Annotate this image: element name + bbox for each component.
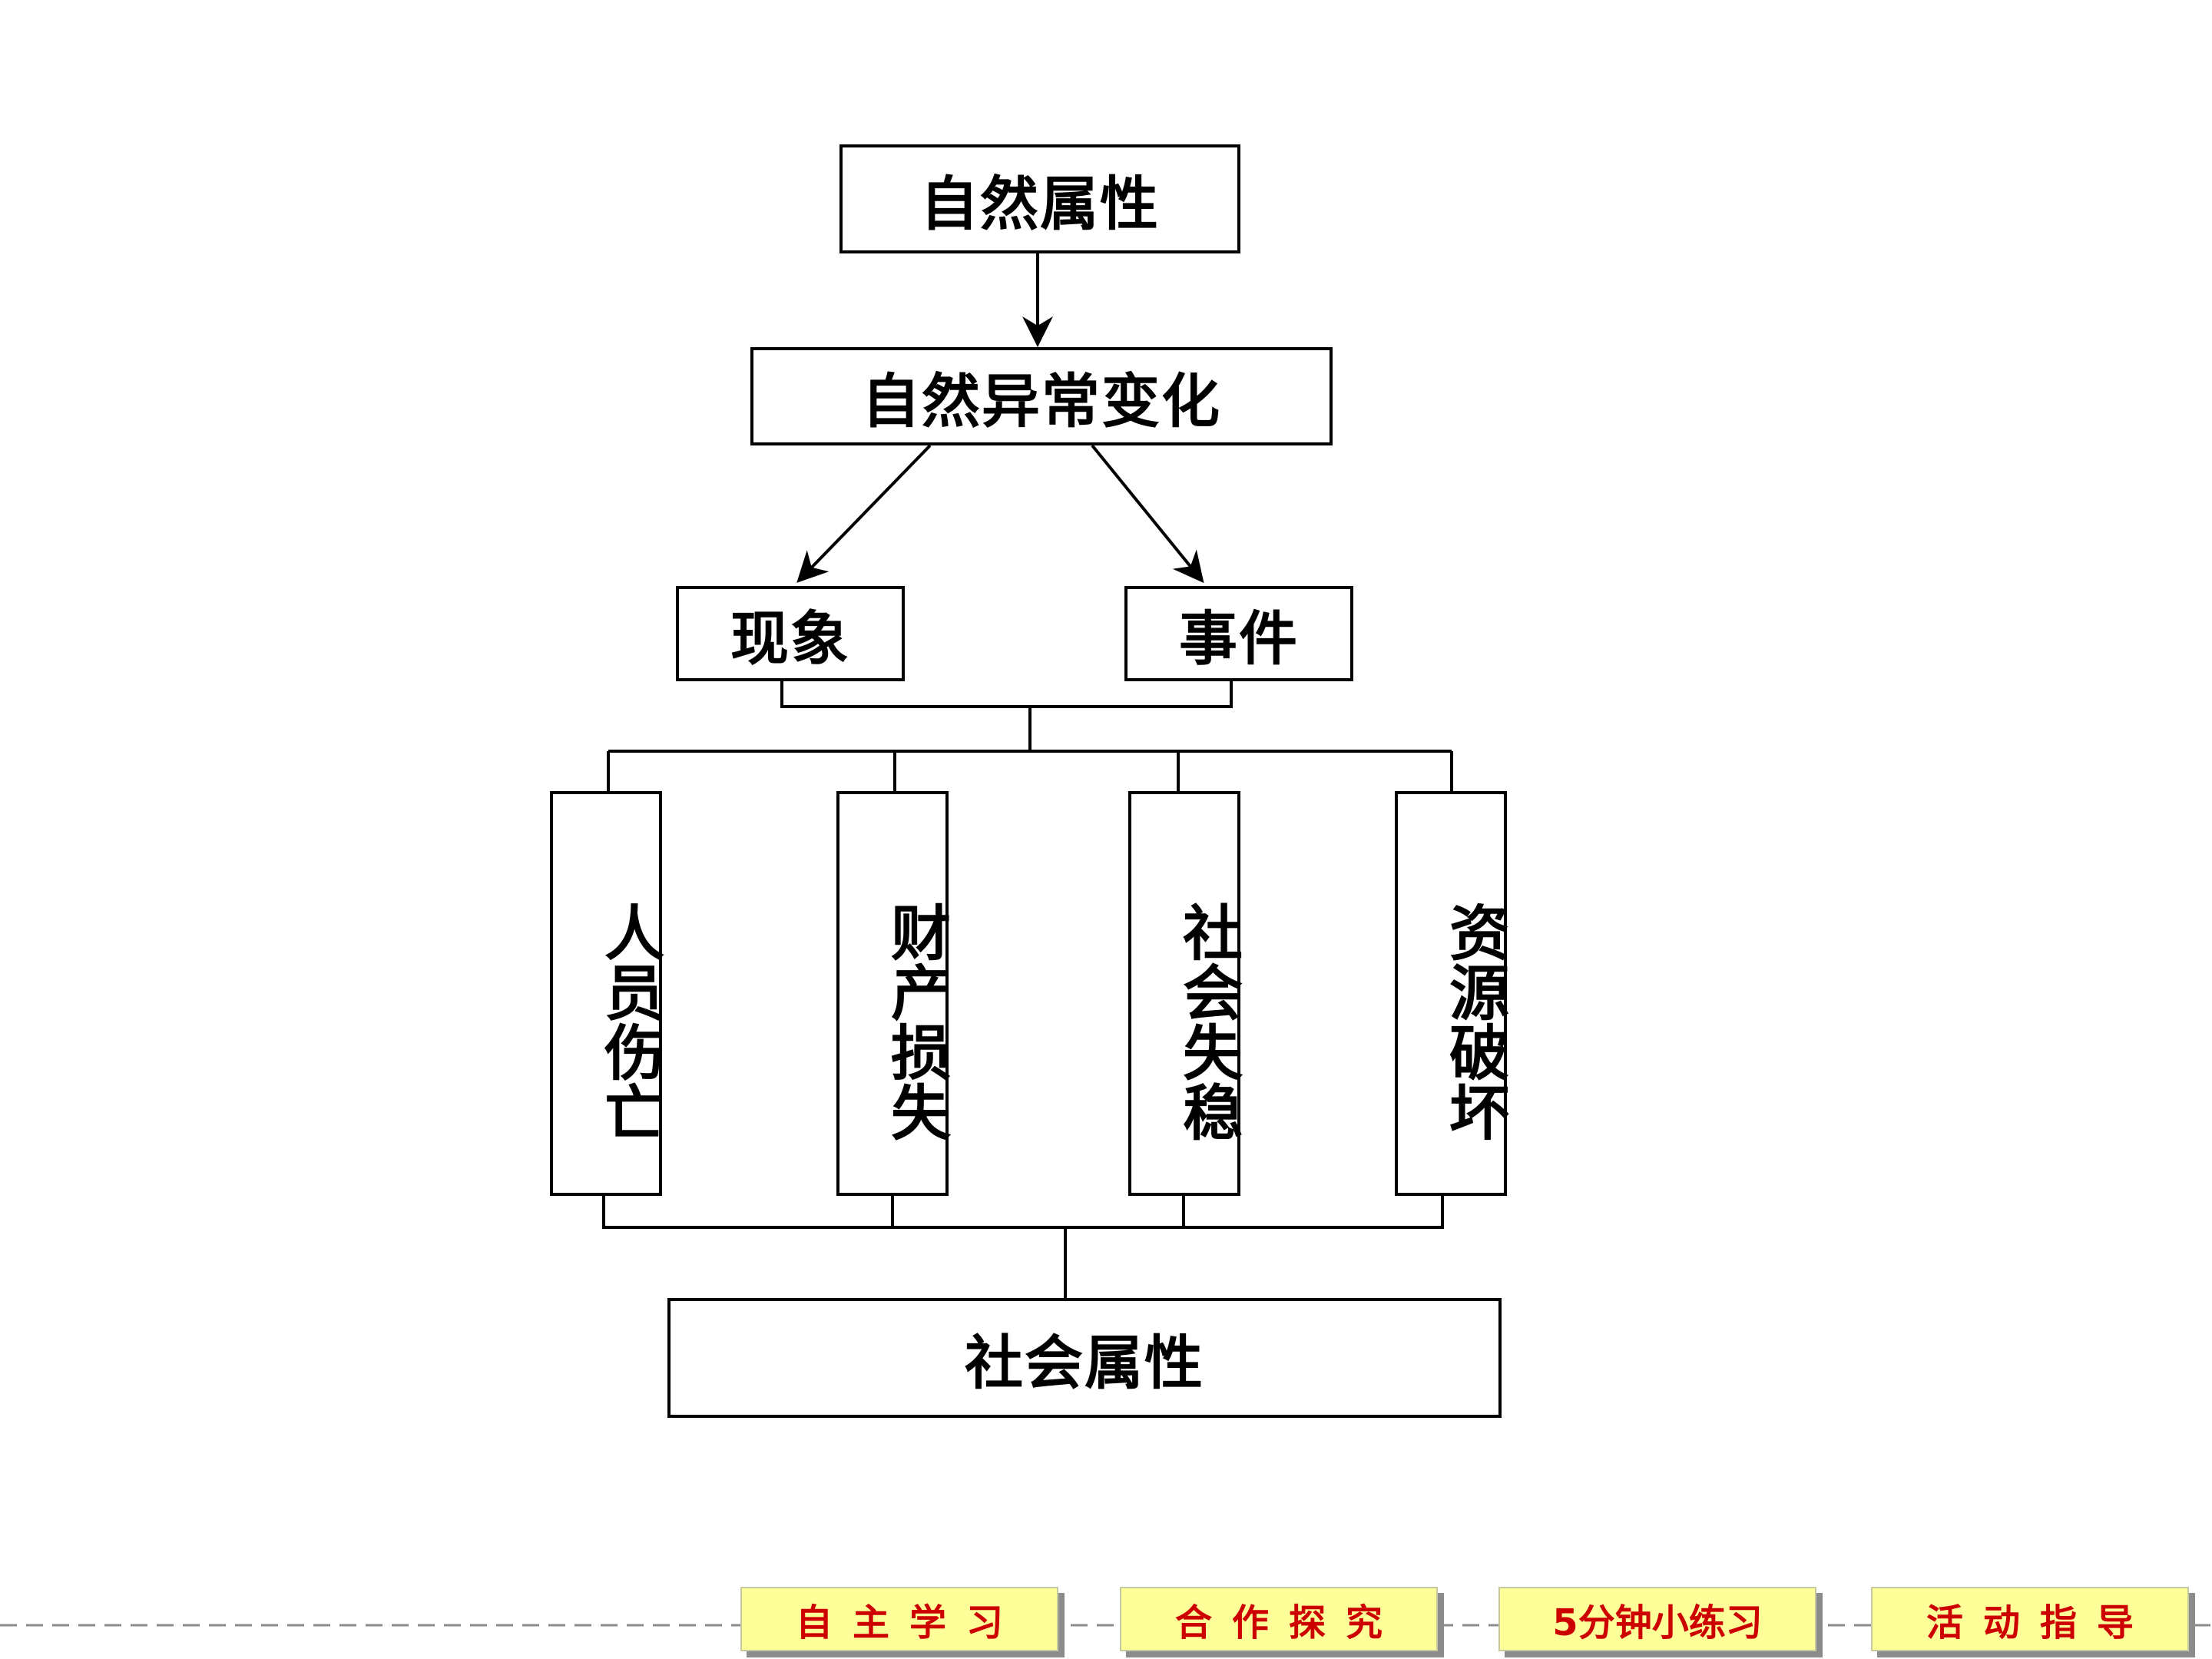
- impact-merge-line: [602, 1196, 1444, 1229]
- node-social-attribute: 社会属性: [667, 1298, 1502, 1418]
- node-casualties: 人员伤亡: [550, 791, 664, 1196]
- nav-five-minute-practice-button[interactable]: 5分钟小练习: [1498, 1587, 1816, 1651]
- node-natural-abnormal-change: 自然异常变化: [750, 347, 1333, 445]
- nav-self-study-button[interactable]: 自主学习: [740, 1587, 1058, 1651]
- node-property-loss: 财产损失: [836, 791, 950, 1196]
- node-resource-destruction: 资源破坏: [1395, 791, 1508, 1196]
- arrow-to-left-branch: [796, 444, 932, 583]
- node-event: 事件: [1124, 586, 1353, 681]
- arrow-to-right-branch: [1091, 444, 1204, 584]
- bottom-navigation: 自主学习 合作探究 5分钟小练习 活动指导: [0, 1575, 2212, 1659]
- node-natural-attribute: 自然属性: [839, 144, 1240, 253]
- nav-cooperative-inquiry-button[interactable]: 合作探究: [1120, 1587, 1438, 1651]
- node-phenomenon: 现象: [676, 586, 905, 681]
- nav-activity-guide-button[interactable]: 活动指导: [1871, 1587, 2189, 1651]
- branch-merge-line: [780, 681, 1233, 708]
- node-social-instability: 社会失稳: [1128, 791, 1242, 1196]
